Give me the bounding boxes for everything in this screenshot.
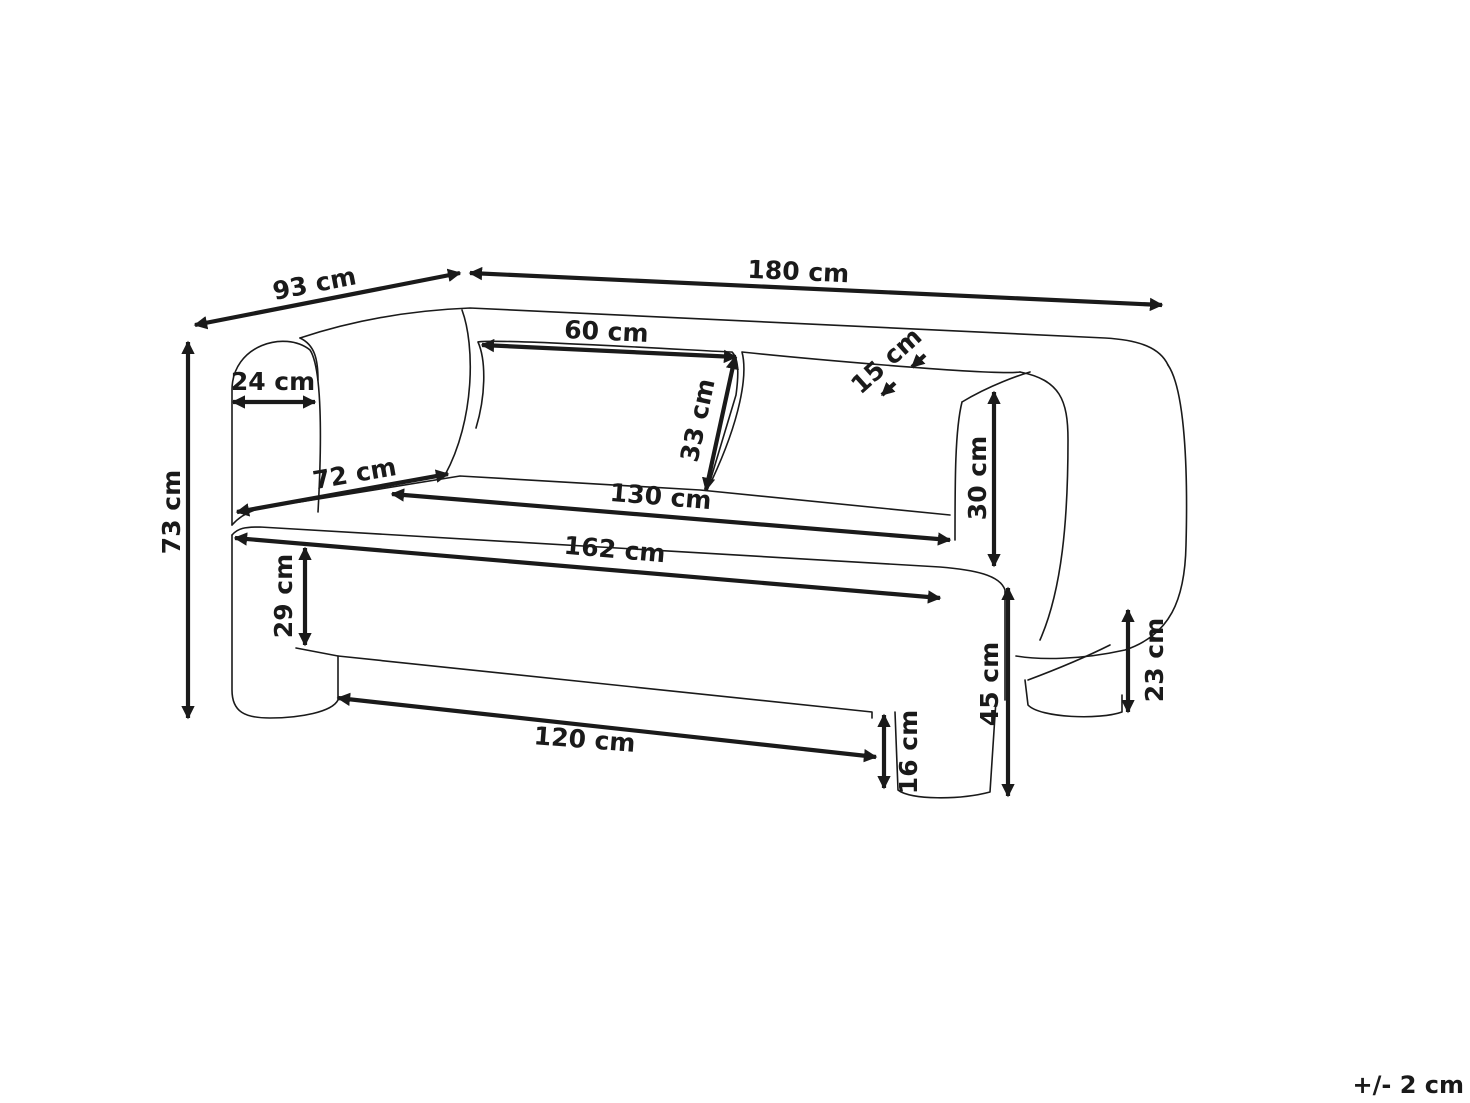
depth-arrow xyxy=(193,268,462,330)
cushion-width-arrow xyxy=(480,338,738,364)
dimension-arrows xyxy=(181,266,1164,798)
width-label: 180 cm xyxy=(747,255,850,289)
tolerance-note: +/- 2 cm xyxy=(1353,1071,1464,1099)
seat-width-label: 162 cm xyxy=(563,531,667,569)
right-armrest xyxy=(1015,364,1188,660)
left-armrest xyxy=(231,340,322,526)
cushion-depth-arrow-b xyxy=(910,353,927,369)
height-label: 73 cm xyxy=(157,470,186,554)
seat-width-inner-label: 130 cm xyxy=(609,478,713,515)
seat-width-arrow xyxy=(233,532,942,604)
leg-spacing-label: 120 cm xyxy=(533,721,637,758)
cushion-depth-arrow-a xyxy=(880,381,897,397)
seat-depth-arrow xyxy=(235,469,450,517)
sofa-base xyxy=(231,534,873,719)
seat-height-label: 45 cm xyxy=(975,642,1004,726)
armrest-height-label: 30 cm xyxy=(963,436,992,520)
leg-height-label: 16 cm xyxy=(894,710,923,794)
seat-thickness-label: 29 cm xyxy=(269,554,298,638)
cushion-height-arrow xyxy=(702,355,739,492)
cushion-depth-label: 15 cm xyxy=(845,322,927,400)
front-right-leg xyxy=(894,699,997,799)
rear-right-leg xyxy=(1024,679,1123,718)
depth-label: 93 cm xyxy=(270,261,358,306)
cushion-width-label: 60 cm xyxy=(564,315,650,348)
leg-spacing-arrow xyxy=(336,692,878,763)
width-arrow xyxy=(468,266,1164,312)
rear-clearance-label: 23 cm xyxy=(1140,618,1169,702)
armrest-width-label: 24 cm xyxy=(231,367,315,396)
